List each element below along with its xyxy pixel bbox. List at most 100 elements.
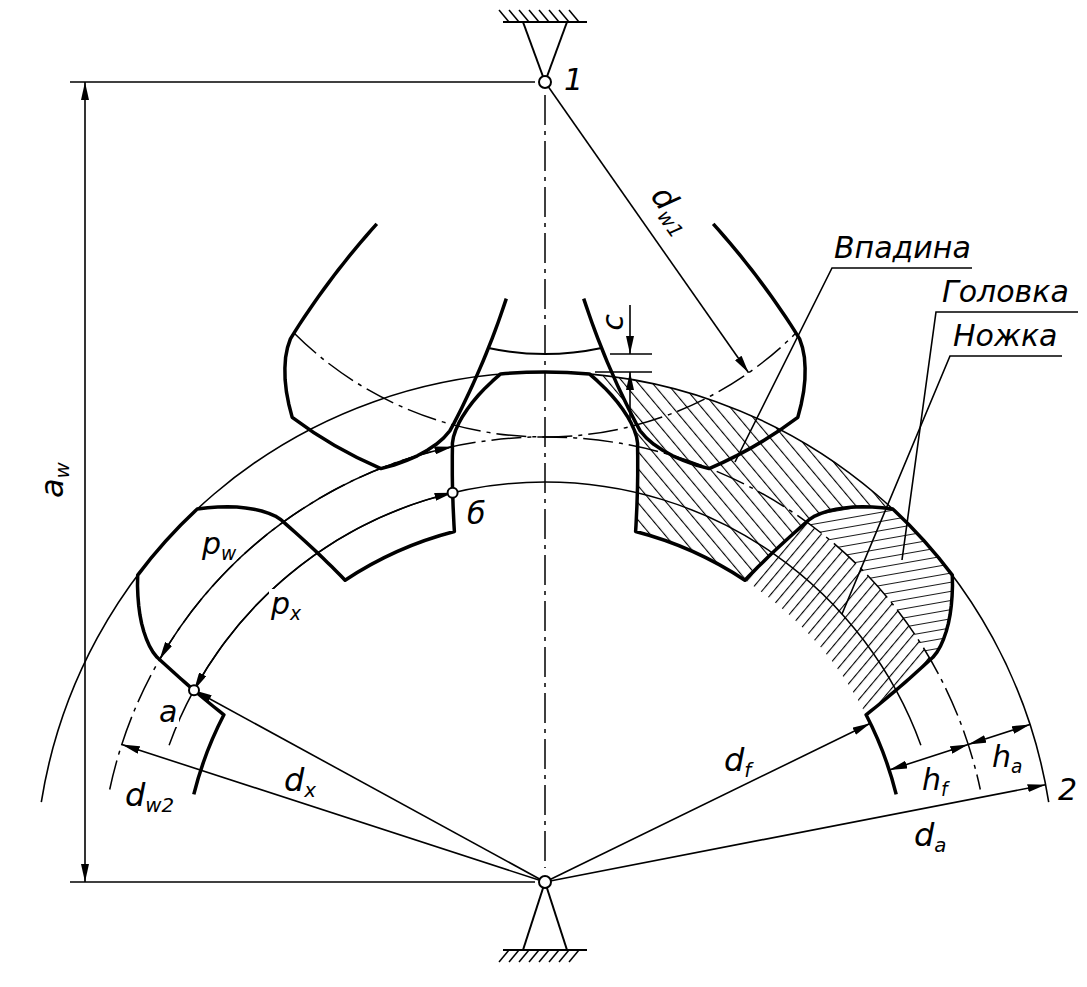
dimension-line: [122, 745, 545, 883]
ground-hatch: [529, 950, 539, 962]
label-holder: dx: [284, 764, 317, 796]
support-strut: [523, 22, 545, 82]
diameter-label: dw1: [646, 180, 700, 239]
dimension-line: [545, 723, 870, 882]
ground-hatch: [529, 10, 539, 22]
symbol-subscript: x: [304, 779, 316, 802]
label-holder: hf: [922, 765, 948, 795]
ground-hatch: [499, 10, 509, 22]
symbol-letter: d: [914, 816, 934, 854]
symbol-subscript: w2: [145, 794, 174, 817]
dimension-lines: [122, 82, 1046, 882]
extension-line: [70, 881, 535, 883]
ground-hatch: [519, 10, 529, 22]
label-holder: a: [157, 697, 180, 727]
label-holder: Впадина: [834, 233, 971, 263]
ground-hatch: [559, 10, 569, 22]
dimension-line: [629, 372, 631, 420]
symbol-letter: h: [992, 739, 1011, 774]
ground-hatch: [539, 10, 549, 22]
ground-hatch: [509, 10, 519, 22]
label-holder: Ножка: [953, 321, 1058, 351]
symbol-subscript: w: [51, 462, 74, 478]
pitch-label: pw: [200, 529, 238, 559]
ground-hatch: [539, 950, 549, 962]
label-holder: 2: [1058, 775, 1078, 805]
label-holder: б: [467, 499, 486, 529]
symbol-letter: d: [125, 776, 145, 814]
ground-hatch: [569, 950, 579, 962]
label-holder: 1: [564, 65, 584, 95]
diameter-label: dw2: [125, 779, 174, 811]
region-label: Впадина: [834, 233, 971, 263]
extension-line: [70, 81, 535, 83]
ground-hatch: [509, 950, 519, 962]
symbol-letter: d: [724, 741, 744, 779]
extension-line: [595, 371, 652, 373]
pitch-arc: [160, 447, 453, 660]
ground-hatch: [519, 950, 529, 962]
dimension-line: [84, 82, 86, 882]
pivot-supports: [499, 10, 587, 962]
support-strut: [523, 882, 545, 950]
ground-hatch: [559, 950, 569, 962]
label-holder: dw2: [125, 779, 175, 811]
pitch-arc: [194, 493, 453, 690]
pivot-joint: [539, 876, 551, 888]
ground-hatch: [549, 950, 559, 962]
height-label: hf: [922, 765, 948, 795]
center-line: [544, 95, 546, 868]
dimension-line: [545, 82, 749, 373]
pivot-number: 1: [564, 65, 583, 95]
label-holder: px: [269, 589, 304, 619]
diameter-label: da: [914, 819, 946, 851]
dimension-line: [545, 785, 1046, 882]
ground-hatch: [499, 950, 509, 962]
dimension-line: [194, 690, 545, 882]
extension-line: [610, 353, 652, 355]
clearance-label: c: [598, 314, 628, 331]
symbol-letter: p: [271, 586, 290, 621]
contact-point: [189, 685, 199, 695]
symbol-letter: h: [922, 762, 941, 797]
support-strut: [545, 22, 567, 82]
symbol-subscript: w: [221, 543, 236, 564]
leader-line: [842, 356, 1062, 614]
diameter-label: df: [724, 744, 751, 776]
ground-line: [503, 21, 587, 23]
label-holder: dw1: [646, 180, 701, 239]
symbol-subscript: a: [934, 834, 946, 857]
ground-hatch: [569, 10, 579, 22]
dimension-line: [629, 305, 631, 354]
leader-line: [902, 312, 1078, 560]
center-distance-label: aw: [36, 462, 68, 498]
symbol-letter: d: [284, 761, 304, 799]
leader-line: [735, 268, 972, 462]
diameter-label: dx: [284, 764, 316, 796]
ground-line: [503, 949, 587, 951]
symbol-letter: p: [202, 526, 221, 561]
gear-tooth: [285, 224, 506, 469]
gear-tooth: [584, 224, 805, 469]
height-label: ha: [992, 742, 1022, 772]
label-holder: c: [598, 314, 628, 331]
point-label: б: [467, 499, 486, 529]
symbol-subscript: f: [941, 779, 948, 800]
region-label: Ножка: [953, 321, 1057, 351]
label-holder: pw: [200, 529, 239, 559]
label-holder: ha: [992, 742, 1023, 772]
label-holder: df: [724, 744, 752, 776]
ground-hatch: [549, 10, 559, 22]
contact-point: [448, 488, 458, 498]
static-lines: [70, 82, 1078, 882]
point-label: a: [157, 697, 179, 727]
label-holder: aw: [36, 462, 68, 498]
pitch-label: px: [269, 589, 303, 619]
symbol-letter: a: [33, 478, 71, 498]
symbol-subscript: a: [1011, 756, 1022, 777]
support-strut: [545, 882, 567, 950]
symbol-subscript: x: [290, 603, 301, 624]
pivot-joint: [539, 76, 551, 88]
symbol-subscript: f: [744, 759, 751, 782]
